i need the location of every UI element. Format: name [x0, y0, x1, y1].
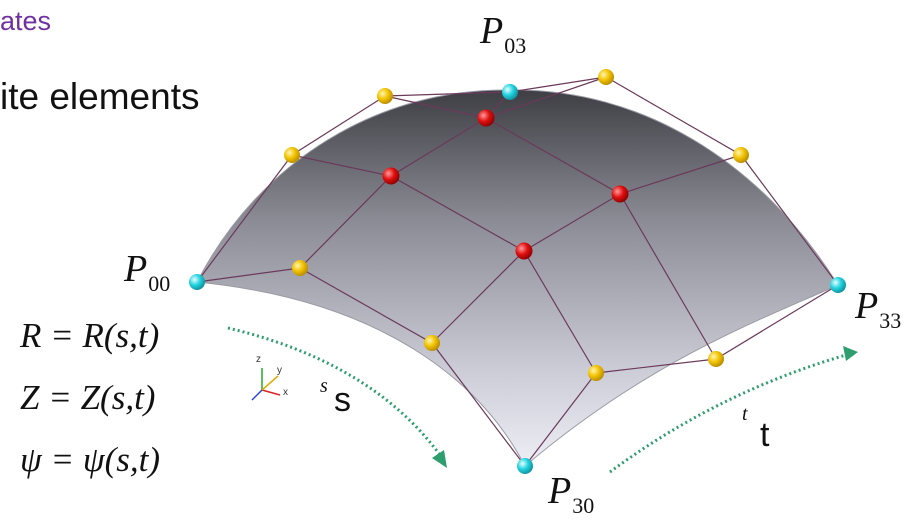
point-p03 [502, 84, 518, 100]
axis-triad [251, 368, 281, 401]
edge-point [292, 260, 308, 276]
point-p30 [517, 458, 533, 474]
edge-point [424, 335, 440, 351]
interior-point [477, 109, 495, 127]
subtitle: ates [0, 6, 52, 36]
equation-z: Z = Z(s,t) [20, 378, 156, 417]
t-small-label: t [742, 403, 748, 425]
s-direction-arrow [227, 326, 442, 456]
t-big-label: t [760, 416, 770, 454]
triad-z-label: z [256, 354, 261, 365]
interior-point [611, 185, 629, 203]
point-p00 [189, 274, 205, 290]
equation-r: R = R(s,t) [20, 316, 160, 355]
edge-point [598, 69, 614, 85]
t-direction-arrow [609, 353, 847, 474]
edge-point [708, 351, 724, 367]
label-p00-base: P [124, 248, 148, 290]
interior-point [515, 242, 533, 260]
label-p30: P30 [548, 472, 594, 517]
edge-point [284, 147, 300, 163]
edge-point [588, 365, 604, 381]
control-points [189, 69, 846, 474]
label-p03-sub: 03 [504, 33, 527, 58]
label-p00: P00 [124, 250, 170, 295]
edge-point [377, 88, 393, 104]
label-p00-sub: 00 [148, 271, 171, 296]
label-p33-base: P [855, 285, 879, 327]
heading: ite elements [0, 76, 200, 117]
interior-point [382, 167, 400, 185]
equation-psi: ψ = ψ(s,t) [20, 440, 160, 479]
triad-x-label: x [283, 387, 288, 398]
s-big-label: s [334, 381, 351, 419]
triad-y-label: y [277, 365, 282, 376]
s-arrowhead [432, 450, 447, 468]
label-p33-sub: 33 [879, 308, 902, 333]
label-p30-base: P [548, 470, 572, 512]
t-arrowhead [843, 346, 858, 361]
label-p30-sub: 30 [572, 493, 595, 518]
label-p03-base: P [480, 10, 504, 52]
edge-point [733, 147, 749, 163]
label-p03: P03 [480, 12, 526, 57]
label-p33: P33 [855, 287, 901, 332]
point-p33 [830, 277, 846, 293]
s-small-label: s [320, 375, 328, 397]
